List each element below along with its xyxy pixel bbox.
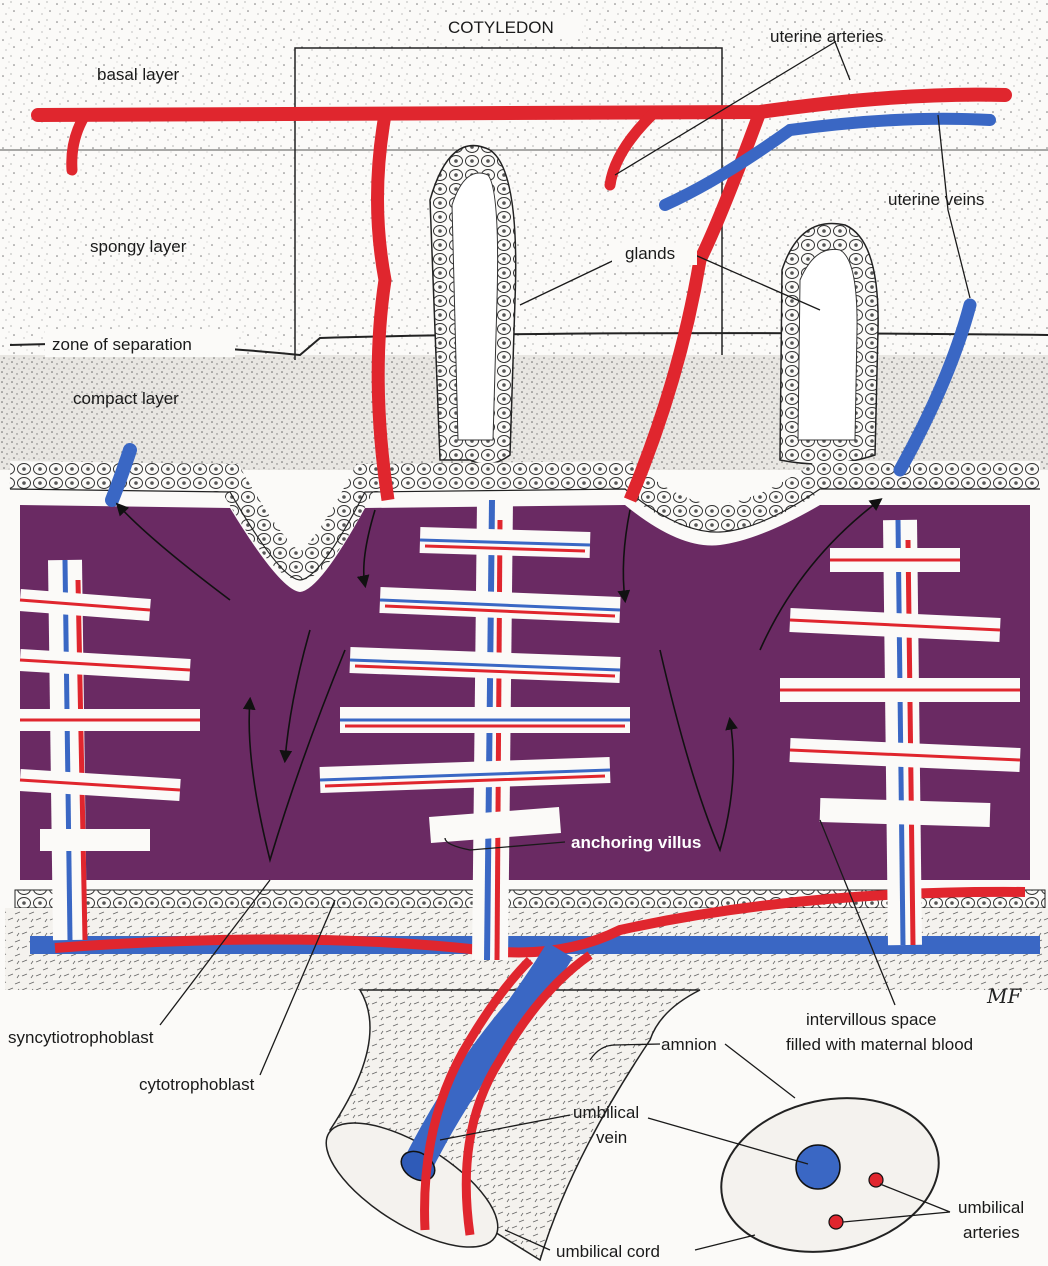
gland-right-lumen	[798, 249, 857, 440]
label-umbilical-arteries-line2: arteries	[963, 1223, 1020, 1242]
label-compact-layer: compact layer	[73, 389, 179, 408]
label-amnion: amnion	[661, 1035, 717, 1054]
label-intervillous-line1: intervillous space	[806, 1010, 936, 1029]
gland-left-lumen	[452, 173, 498, 440]
label-cytotrophoblast: cytotrophoblast	[139, 1075, 255, 1094]
label-umbilical-vein-line1: umbilical	[573, 1103, 639, 1122]
label-intervillous-line2: filled with maternal blood	[786, 1035, 973, 1054]
label-uterine-arteries: uterine arteries	[770, 27, 883, 46]
label-spongy-layer: spongy layer	[90, 237, 187, 256]
label-umbilical-cord: umbilical cord	[556, 1242, 660, 1261]
label-umbilical-vein-line2: vein	[596, 1128, 627, 1147]
cross-section-vein	[796, 1145, 840, 1189]
label-anchoring-villus: anchoring villus	[571, 833, 701, 852]
cross-section-artery-2	[829, 1215, 843, 1229]
label-glands: glands	[625, 244, 675, 263]
label-zone-of-separation: zone of separation	[52, 335, 192, 354]
label-cotyledon: COTYLEDON	[448, 18, 554, 37]
label-basal-layer: basal layer	[97, 65, 180, 84]
compact-layer-region	[0, 355, 1048, 470]
artist-signature: MF	[986, 984, 1022, 1008]
label-syncytiotrophoblast: syncytiotrophoblast	[8, 1028, 154, 1047]
label-umbilical-arteries-line1: umbilical	[958, 1198, 1024, 1217]
label-uterine-veins: uterine veins	[888, 190, 984, 209]
